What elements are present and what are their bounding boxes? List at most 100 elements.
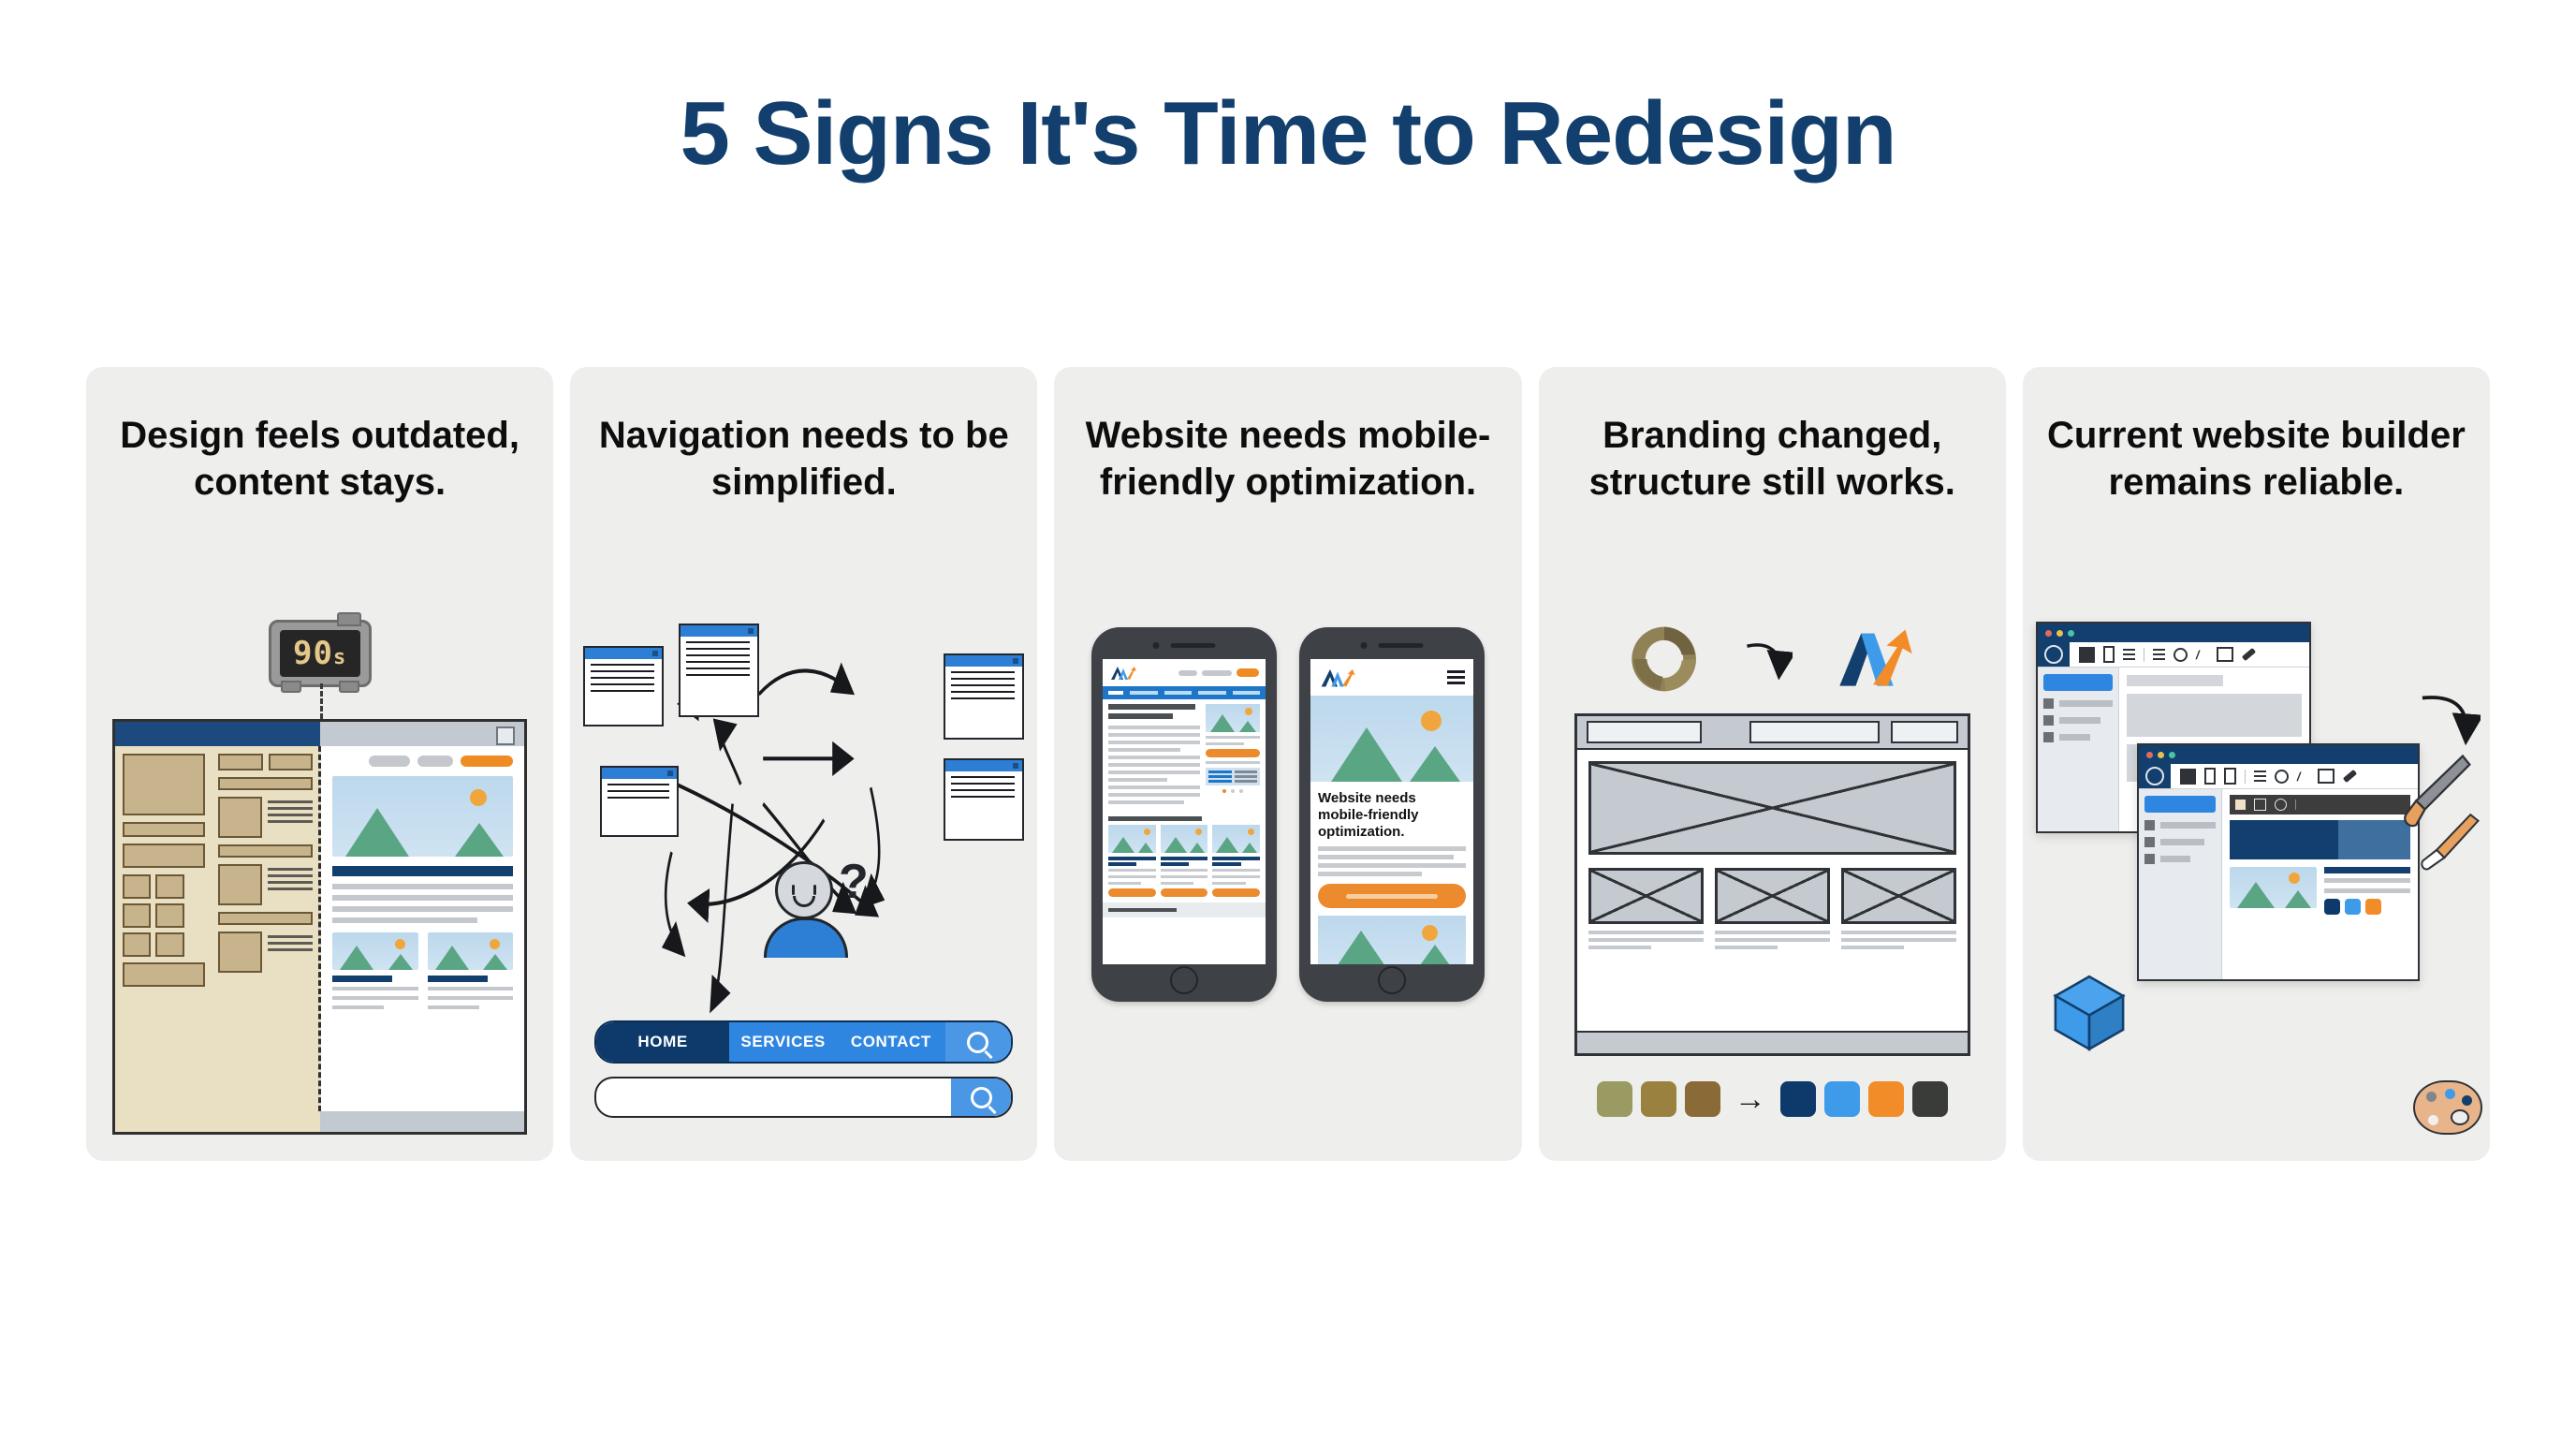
card-illustration-branding: → — [1539, 610, 2006, 1142]
maximize-dot-icon[interactable] — [2067, 629, 2074, 637]
phone-screen-optimized: Website needs mobile-friendly optimizati… — [1310, 659, 1473, 964]
retro-clock-icon: 90s — [268, 612, 372, 693]
phone-home-button[interactable] — [1170, 966, 1198, 994]
sidebar-active-item[interactable] — [2042, 674, 2113, 691]
close-dot-icon[interactable] — [2145, 751, 2153, 758]
mobile-view-icon[interactable] — [2203, 768, 2216, 785]
editor-sidebar[interactable] — [2037, 668, 2119, 831]
split-browser-window — [112, 719, 528, 1135]
site-nav[interactable] — [1103, 686, 1266, 699]
link-icon[interactable] — [2274, 769, 2289, 784]
minimize-dot-icon[interactable] — [2157, 751, 2164, 758]
sidebar-item[interactable] — [2042, 698, 2113, 709]
align-icon[interactable] — [2253, 770, 2266, 782]
list-view-icon[interactable] — [2122, 649, 2135, 660]
close-dot-icon[interactable] — [2044, 629, 2052, 637]
maximize-dot-icon[interactable] — [2168, 751, 2175, 758]
nav-item-contact[interactable]: CONTACT — [837, 1022, 945, 1062]
block-toolbar[interactable] — [2230, 795, 2410, 814]
editor-canvas[interactable] — [2222, 789, 2418, 979]
brand-logo-icon — [1111, 667, 1136, 680]
brush-block-icon[interactable] — [2275, 799, 2288, 811]
nav-item-services[interactable]: SERVICES — [729, 1022, 838, 1062]
image-icon[interactable] — [2216, 647, 2233, 662]
old-swatch — [1684, 1081, 1720, 1117]
nav-search-button[interactable] — [944, 1022, 1012, 1062]
palette-arrow-icon: → — [1734, 1081, 1766, 1117]
wireframe-browser — [1573, 713, 1970, 1056]
card-design-outdated[interactable]: Design feels outdated, content stays. 90… — [86, 367, 554, 1161]
tablet-view-icon[interactable] — [2223, 768, 2236, 785]
old-swatch — [1596, 1081, 1632, 1117]
sidebar-item[interactable] — [2042, 732, 2113, 742]
editor-sidebar[interactable] — [2138, 789, 2223, 979]
link-icon[interactable] — [2173, 647, 2188, 662]
search-bar[interactable] — [594, 1077, 1014, 1118]
window-button-icon — [496, 726, 516, 745]
logo-transition — [1539, 614, 2006, 704]
mobile-view-icon[interactable] — [2102, 646, 2115, 663]
sidebar-item[interactable] — [2042, 715, 2113, 726]
hero-block[interactable] — [2230, 820, 2410, 859]
block-icon[interactable] — [2179, 768, 2196, 785]
search-submit-button[interactable] — [951, 1078, 1012, 1116]
window-titlebar — [2138, 745, 2418, 764]
minimize-dot-icon[interactable] — [2056, 629, 2063, 637]
italic-icon[interactable]: / — [2195, 647, 2200, 662]
headline-bar — [332, 866, 514, 876]
card-navigation-complex[interactable]: Navigation needs to be simplified. — [570, 367, 1038, 1161]
new-arrow-logo-icon — [1839, 629, 1912, 686]
image-icon[interactable] — [2317, 769, 2334, 784]
card-builder-reliable[interactable]: Current website builder remains reliable… — [2022, 367, 2491, 1161]
wireframe-footer — [1576, 1031, 1968, 1053]
align-icon[interactable] — [2152, 649, 2165, 660]
italic-icon[interactable]: / — [2296, 769, 2301, 784]
hamburger-menu-icon[interactable] — [1447, 670, 1465, 684]
user-head — [774, 861, 833, 919]
pencil-icon[interactable] — [2342, 769, 2357, 784]
sidebar-item[interactable] — [2144, 854, 2216, 864]
image-block-icon[interactable] — [2254, 799, 2267, 811]
browser-titlebar-modern — [319, 722, 525, 746]
block-icon[interactable] — [2078, 646, 2095, 663]
toolbar-divider — [2244, 769, 2246, 784]
modern-design-half — [321, 746, 525, 1111]
phone-home-button[interactable] — [1378, 966, 1406, 994]
card-heading: Navigation needs to be simplified. — [598, 415, 1009, 504]
card-illustration-cms-builder: / — [2023, 610, 2490, 1142]
browser-node — [944, 653, 1025, 740]
clock-digits: 90s — [292, 635, 347, 672]
color-palette-transition: → — [1539, 1077, 2006, 1122]
card-branding-changed[interactable]: Branding changed, structure still works. — [1538, 367, 2006, 1161]
sidebar-item[interactable] — [2144, 837, 2216, 847]
browser-node — [600, 766, 680, 837]
wireframe-hero-placeholder — [1588, 761, 1956, 855]
cta-button[interactable] — [461, 756, 514, 767]
site-navigation-bar[interactable]: HOME SERVICES CONTACT — [594, 1020, 1014, 1064]
accent-swatch — [2364, 899, 2381, 915]
mobile-cta-button[interactable] — [1318, 884, 1466, 908]
nav-item-home[interactable]: HOME — [596, 1022, 730, 1062]
pencil-icon[interactable] — [2241, 647, 2256, 662]
divider — [2295, 800, 2297, 810]
wordpress-logo-icon — [2043, 645, 2063, 664]
browser-node — [944, 758, 1025, 841]
site-header — [1103, 659, 1266, 686]
editor-toolbar[interactable]: / — [2037, 642, 2309, 668]
cramped-content — [1103, 699, 1266, 813]
search-input[interactable] — [596, 1078, 951, 1116]
old-swatch — [1640, 1081, 1676, 1117]
accent-swatch — [2344, 899, 2361, 915]
modern-card-row — [332, 932, 514, 1015]
card-mobile-optimization[interactable]: Website needs mobile-friendly optimizati… — [1054, 367, 1522, 1161]
header-cta-button[interactable] — [1237, 668, 1259, 677]
old-design-half — [115, 746, 322, 1111]
navigation-arrows-icon — [662, 662, 886, 1014]
card-heading: Design feels outdated, content stays. — [120, 415, 520, 504]
cms-window-front[interactable]: / — [2136, 743, 2420, 981]
sidebar-item[interactable] — [2144, 820, 2217, 830]
color-swatch-icon[interactable] — [2235, 800, 2247, 810]
sidebar-active-item[interactable] — [2144, 796, 2217, 813]
blue-cube-icon — [2053, 975, 2126, 1051]
editor-toolbar[interactable]: / — [2138, 764, 2418, 789]
